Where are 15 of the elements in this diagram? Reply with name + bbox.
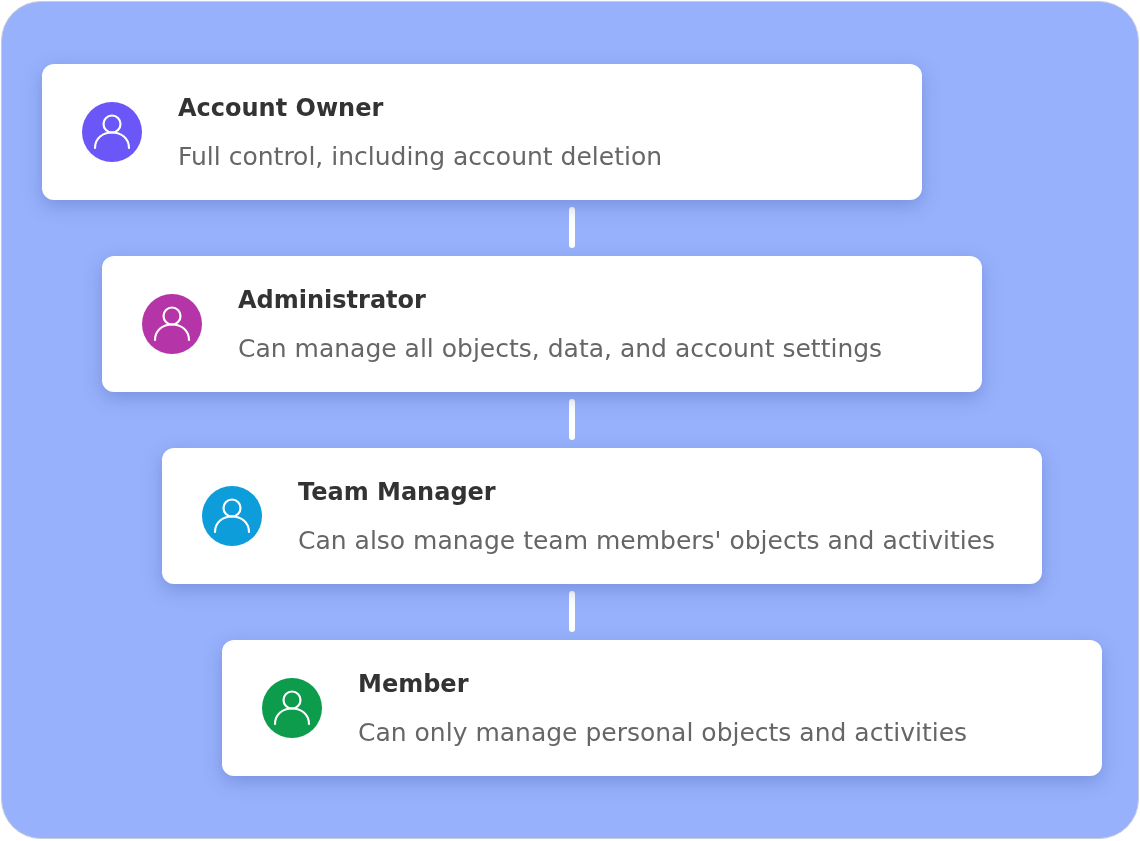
role-card	[162, 448, 1042, 584]
role-title: Member	[358, 669, 469, 700]
role-card	[222, 640, 1102, 776]
role-title: Administrator	[238, 285, 426, 316]
role-description: Can manage all objects, data, and account settings	[238, 333, 883, 365]
role-card	[42, 64, 922, 200]
role-description: Can only manage personal objects and activities	[358, 717, 968, 749]
role-title: Account Owner	[178, 93, 384, 124]
role-description: Can also manage team members' objects and activities	[298, 525, 996, 557]
connector-line	[569, 591, 575, 632]
role-description: Full control, including account deletion	[178, 141, 663, 173]
connector-line	[569, 207, 575, 248]
role-title: Team Manager	[298, 477, 496, 508]
connector-line	[569, 399, 575, 440]
role-card	[102, 256, 982, 392]
